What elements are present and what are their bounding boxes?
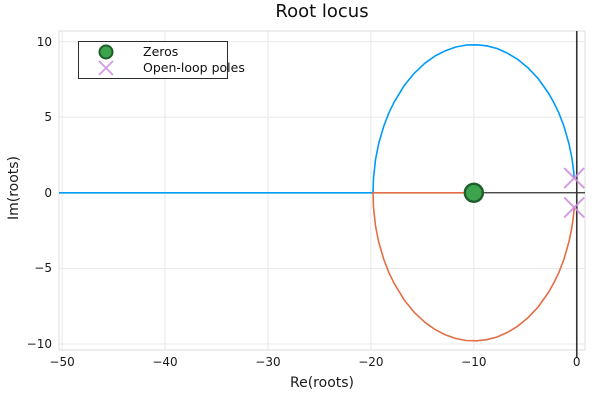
x-tick-label--50: −50 (49, 355, 75, 369)
y-tick-label--10: −10 (26, 336, 52, 351)
zero-circle-icon (98, 44, 114, 60)
legend-item-open-loop-poles: Open-loop poles (79, 60, 245, 76)
legend-label-zeros: Zeros (143, 44, 179, 59)
chart-title: Root locus (275, 1, 369, 22)
y-tick-label-5: 5 (44, 110, 52, 125)
legend-label-open-loop-poles: Open-loop poles (143, 60, 245, 75)
pole-x-icon (98, 60, 114, 76)
x-tick-label--10: −10 (461, 355, 487, 369)
zero-marker (463, 182, 485, 203)
pole-marker (563, 196, 585, 219)
legend: Zeros Open-loop poles (78, 41, 245, 79)
x-axis-label: Re(roots) (290, 375, 354, 391)
x-tick-label--20: −20 (358, 355, 384, 369)
x-tick-label--30: −30 (255, 355, 281, 369)
y-tick-label--5: −5 (34, 261, 52, 276)
locus-branch-upper-curve (59, 44, 575, 194)
pole-marker (563, 167, 585, 189)
x-tick-label--40: −40 (152, 355, 178, 369)
locus-branch-lower-curve (372, 192, 575, 342)
legend-item-zeros: Zeros (79, 44, 227, 60)
y-tick-label-0: 0 (44, 185, 52, 200)
plot-frame (58, 30, 586, 351)
y-tick-label-10: 10 (36, 34, 52, 49)
x-tick-label-0: 0 (572, 355, 581, 369)
